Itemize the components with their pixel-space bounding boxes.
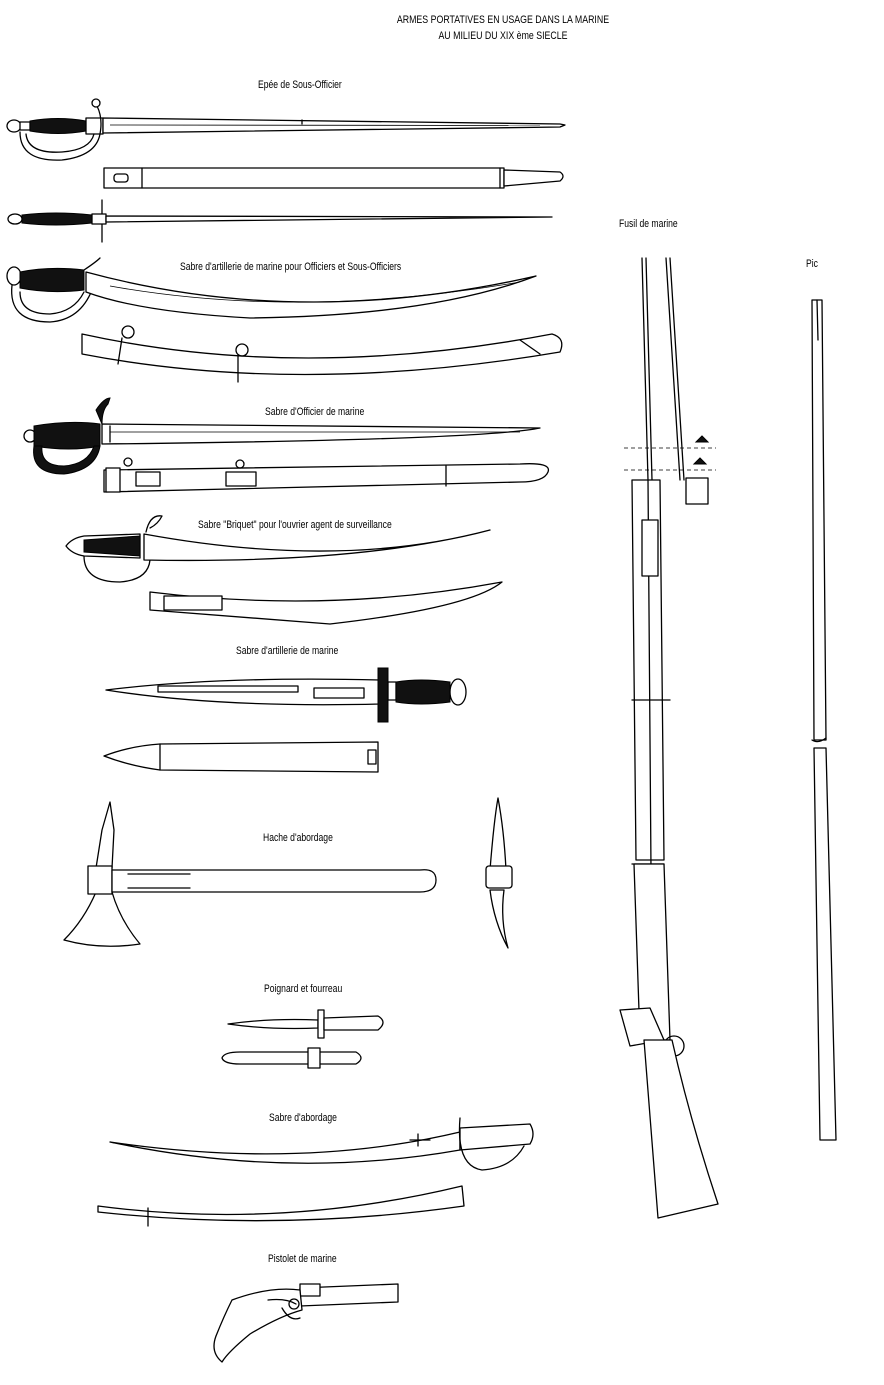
label-pic: Pic (806, 258, 818, 270)
plate-title: ARMES PORTATIVES EN USAGE DANS LA MARINE… (395, 12, 611, 44)
sabre-briquet-blade (65, 515, 491, 583)
sabre-abordage-blade (109, 1117, 534, 1171)
label-sabre-briquet: Sabre "Briquet" pour l'ouvrier agent de … (198, 519, 392, 531)
sabre-artillerie-glaive (105, 667, 467, 723)
sabre-abordage-scabbard (97, 1185, 465, 1227)
sabre-artillerie-officiers-blade (6, 257, 537, 323)
sabre-officier-blade (23, 397, 541, 475)
hache-abordage (63, 801, 437, 947)
label-fusil-marine: Fusil de marine (619, 218, 678, 230)
plate-title-line-2: AU MILIEU DU XIX ème SIECLE (438, 30, 568, 42)
label-sabre-abordage: Sabre d'abordage (269, 1112, 337, 1124)
hache-abordage-side (485, 797, 513, 949)
poignard (227, 1009, 384, 1039)
label-sabre-artillerie-officiers: Sabre d'artillerie de marine pour Offici… (180, 261, 402, 273)
label-epee-sous-officier: Epée de Sous-Officier (258, 79, 342, 91)
fusil-marine (619, 257, 719, 1219)
poignard-fourreau (221, 1047, 362, 1069)
label-hache-abordage: Hache d'abordage (263, 832, 333, 844)
label-sabre-officier-marine: Sabre d'Officier de marine (265, 406, 365, 418)
sabre-briquet-scabbard (149, 581, 503, 625)
pistolet-marine (213, 1283, 399, 1363)
label-sabre-artillerie-marine: Sabre d'artillerie de marine (236, 645, 339, 657)
sabre-artillerie-glaive-scabbard (103, 741, 379, 773)
sabre-officier-scabbard (103, 457, 550, 493)
label-poignard-fourreau: Poignard et fourreau (264, 983, 343, 995)
sabre-artillerie-officiers-scabbard (81, 325, 563, 383)
epee-scabbard (103, 167, 564, 189)
epee-sword (6, 98, 566, 161)
pic-pike (811, 299, 837, 1141)
epee-side-view (7, 199, 553, 243)
plate-title-line-1: ARMES PORTATIVES EN USAGE DANS LA MARINE (396, 14, 610, 26)
label-pistolet-marine: Pistolet de marine (268, 1253, 337, 1265)
